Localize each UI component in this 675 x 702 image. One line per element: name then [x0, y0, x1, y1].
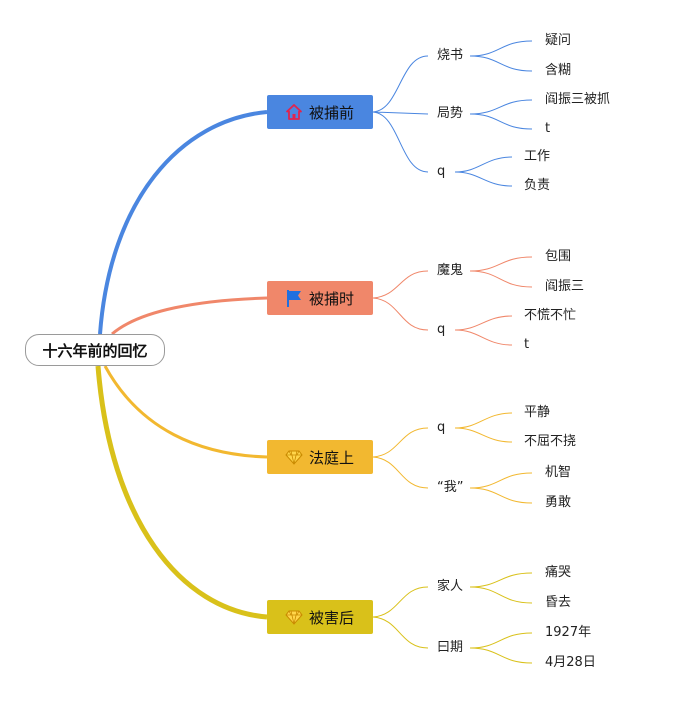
- flag-icon: [285, 289, 303, 307]
- leaf-topic[interactable]: 工作: [524, 149, 551, 164]
- leaf-connector: [454, 315, 513, 331]
- leaf-topic[interactable]: 1927年: [545, 625, 592, 640]
- leaf-topic[interactable]: 昏去: [545, 595, 572, 610]
- leaf-connector: [454, 329, 513, 346]
- root-branch-connector: [103, 365, 268, 459]
- branch-label: 被捕前: [309, 103, 355, 122]
- leaf-topic[interactable]: t: [545, 121, 551, 136]
- leaf-connector: [469, 572, 533, 588]
- leaf-connector: [469, 256, 533, 272]
- child-topic[interactable]: “我”: [437, 480, 464, 495]
- leaf-connector: [469, 270, 533, 288]
- branch-child-connector: [372, 111, 429, 173]
- leaf-connector: [469, 487, 533, 504]
- leaf-connector: [469, 632, 533, 649]
- branch-child-connector: [372, 297, 429, 331]
- branch-label: 被害后: [309, 608, 355, 627]
- leaf-connector: [469, 40, 533, 57]
- branch-child-connector: [372, 616, 429, 649]
- leaf-topic[interactable]: 4月28日: [545, 655, 596, 670]
- leaf-connector: [469, 99, 533, 115]
- leaf-topic[interactable]: 包围: [545, 249, 572, 264]
- leaf-topic[interactable]: 痛哭: [545, 565, 572, 580]
- leaf-topic[interactable]: 不慌不忙: [524, 308, 577, 323]
- branch-node-before-arrest[interactable]: 被捕前: [267, 95, 373, 129]
- leaf-connector: [469, 586, 533, 604]
- leaf-topic[interactable]: 不屈不挠: [524, 434, 577, 449]
- branch-child-connector: [372, 427, 429, 458]
- child-topic[interactable]: q: [437, 322, 446, 337]
- leaf-topic[interactable]: 平静: [524, 405, 551, 420]
- leaf-connector: [469, 55, 533, 72]
- leaf-connector: [454, 412, 513, 429]
- house-icon: [285, 103, 303, 121]
- diamond-icon: [285, 448, 303, 466]
- leaf-connector: [469, 472, 533, 489]
- root-branch-connector: [111, 296, 268, 336]
- child-topic[interactable]: 烧书: [437, 48, 464, 63]
- leaf-topic[interactable]: 负责: [524, 178, 551, 193]
- diamond-icon: [285, 608, 303, 626]
- root-topic[interactable]: 十六年前的回忆: [25, 334, 165, 366]
- leaf-topic[interactable]: 阎振三: [545, 279, 585, 294]
- branch-child-connector: [372, 456, 429, 489]
- leaf-connector: [454, 171, 513, 187]
- branch-child-connector: [372, 111, 429, 115]
- child-topic[interactable]: 曰期: [437, 640, 464, 655]
- root-branch-connector: [95, 365, 268, 620]
- child-topic[interactable]: 魔鬼: [437, 263, 464, 278]
- root-branch-connector: [98, 110, 268, 335]
- branch-node-during-arrest[interactable]: 被捕时: [267, 281, 373, 315]
- child-topic[interactable]: 局势: [437, 106, 464, 121]
- branch-label: 法庭上: [309, 448, 355, 467]
- leaf-connector: [454, 156, 513, 173]
- leaf-connector: [469, 113, 533, 130]
- branch-child-connector: [372, 586, 429, 618]
- child-topic[interactable]: q: [437, 164, 446, 179]
- leaf-connector: [469, 647, 533, 664]
- child-topic[interactable]: 家人: [437, 579, 464, 594]
- branch-label: 被捕时: [309, 289, 355, 308]
- leaf-topic[interactable]: 疑问: [545, 33, 572, 48]
- leaf-topic[interactable]: 阎振三被抓: [545, 92, 611, 107]
- leaf-topic[interactable]: 勇敢: [545, 495, 572, 510]
- branch-node-in-court[interactable]: 法庭上: [267, 440, 373, 474]
- leaf-topic[interactable]: 机智: [545, 465, 572, 480]
- leaf-topic[interactable]: 含糊: [545, 63, 572, 78]
- branch-child-connector: [372, 270, 429, 299]
- leaf-topic[interactable]: t: [524, 337, 530, 352]
- child-topic[interactable]: q: [437, 420, 446, 435]
- branch-child-connector: [372, 55, 429, 113]
- branch-node-after-killing[interactable]: 被害后: [267, 600, 373, 634]
- leaf-connector: [454, 427, 513, 443]
